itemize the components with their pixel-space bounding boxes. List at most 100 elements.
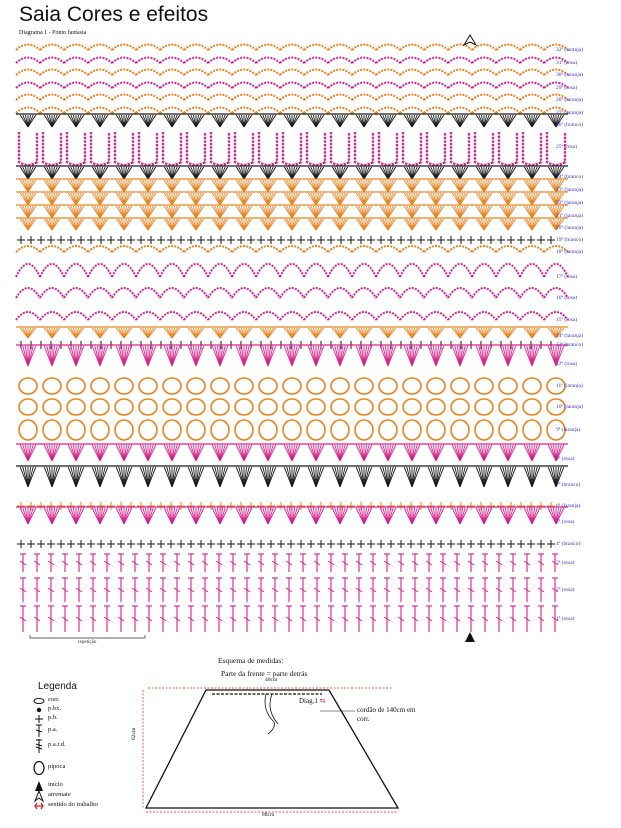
legend-item: arremate xyxy=(30,789,140,803)
direction-icon xyxy=(30,799,48,813)
diagram-reference: Diag.1 ⇆ xyxy=(299,697,325,705)
double-treble-icon xyxy=(30,739,48,753)
finish-arrow-icon xyxy=(30,789,48,803)
row-label-1: 1ª (rosa) xyxy=(556,616,575,622)
row-26 xyxy=(16,113,568,128)
row-label-25: 25ª (rosa) xyxy=(556,144,578,150)
legend: Legenda corr. p.bx. p.b. p.a. p.a.r.d. pipoca… xyxy=(30,681,140,816)
diagram-reference-text: Diag.1 xyxy=(299,697,318,705)
start-arrow-icon xyxy=(30,779,48,793)
row-31 xyxy=(15,56,569,64)
legend-item: início xyxy=(30,779,140,793)
legend-item-label: p.b. xyxy=(48,714,58,721)
row-label-2: 2ª (rosa) xyxy=(556,587,575,593)
row-2 xyxy=(19,577,559,602)
row-label-20: 20ª (laranja) xyxy=(556,225,584,231)
row-19 xyxy=(17,236,555,244)
legend-item: p.a. xyxy=(30,724,140,738)
repeat-bracket xyxy=(29,635,146,639)
row-label-6: 6ª (laranja) xyxy=(556,503,581,509)
schema-subtitle: Parte da frente = parte detrás xyxy=(221,669,308,678)
row-32 xyxy=(15,43,569,51)
legend-item-label: início xyxy=(48,781,63,788)
page-title: Saia Cores e efeitos xyxy=(19,3,209,26)
row-22 xyxy=(16,191,568,206)
legend-item: p.bx. xyxy=(30,703,140,717)
row-14 xyxy=(16,326,568,339)
legend-item-label: corr. xyxy=(48,696,60,703)
row-label-22: 22ª (laranja) xyxy=(556,200,584,206)
row-17 xyxy=(15,263,569,278)
single-crochet-icon xyxy=(30,712,48,726)
start-arrow-icon xyxy=(465,632,475,642)
top-width-label: 40cm xyxy=(265,677,278,683)
row-16 xyxy=(15,287,569,299)
row-label-14: 14ª (laranja) xyxy=(556,333,584,339)
legend-item-label: p.a. xyxy=(48,726,58,733)
row-30 xyxy=(15,68,569,76)
row-3 xyxy=(19,553,559,572)
row-label-17: 17ª (rosa) xyxy=(556,274,578,280)
row-label-32: 32ª (laranja) xyxy=(556,47,584,53)
cord-note: cordão de 140cm em corr. xyxy=(357,706,416,723)
row-label-30: 30ª (laranja) xyxy=(556,72,584,78)
row-4 xyxy=(17,540,555,548)
finish-arrow-icon xyxy=(462,34,478,47)
row-6 xyxy=(17,502,555,510)
row-29 xyxy=(15,81,569,89)
legend-item: pipoca xyxy=(30,760,140,776)
row-label-7: 7ª (branco) xyxy=(556,482,581,488)
legend-item-label: pipoca xyxy=(48,763,66,770)
row-label-10: 10ª (laranja) xyxy=(556,404,584,410)
legend-item-label: arremate xyxy=(48,791,71,798)
row-label-8: 8ª (rosa) xyxy=(556,456,575,462)
row-label-28: 28ª (laranja) xyxy=(556,97,584,103)
popcorn-icon xyxy=(30,760,48,776)
row-15 xyxy=(15,311,569,321)
row-label-11: 11ª (laranja) xyxy=(556,383,583,389)
row-label-4: 4ª (branco) xyxy=(556,541,581,547)
row-label-9: 9ª (laranja) xyxy=(556,427,581,433)
row-label-5: 5ª (rosa) xyxy=(556,519,575,525)
row-label-29: 29ª (rosa) xyxy=(556,85,578,91)
row-8 xyxy=(16,443,568,462)
legend-title: Legenda xyxy=(38,681,77,692)
schema-title: Esquema de medidas: xyxy=(218,656,284,665)
legend-item: p.b. xyxy=(30,712,140,726)
row-label-31: 31ª (rosa) xyxy=(556,60,578,66)
row-label-23: 23ª (laranja) xyxy=(556,187,584,193)
legend-item-label: sentido do trabalho xyxy=(48,801,98,808)
row-21 xyxy=(16,204,568,219)
legend-item: corr. xyxy=(30,694,140,708)
row-label-3: 3ª (rosa) xyxy=(556,560,575,566)
legend-item-label: p.a.r.d. xyxy=(48,741,66,748)
row-label-16: 16ª (rosa) xyxy=(556,295,578,301)
repeat-label: repetição xyxy=(78,640,97,645)
row-label-15: 15ª (rosa) xyxy=(556,317,578,323)
bottom-width-label: 88cm xyxy=(262,812,275,818)
row-23 xyxy=(16,178,568,193)
legend-item-label: p.bx. xyxy=(48,705,61,712)
row-label-24: 24ª (branco) xyxy=(556,174,584,180)
row-10 xyxy=(18,398,566,416)
row-20 xyxy=(16,217,568,231)
row-24 xyxy=(16,165,568,180)
row-label-19: 19ª (branco) xyxy=(556,237,584,243)
row-11 xyxy=(18,377,566,395)
ch-icon xyxy=(30,694,48,708)
direction-marker-icon: ⇆ xyxy=(319,697,326,705)
slip-stitch-icon xyxy=(30,703,48,717)
row-label-18: 18ª (laranja) xyxy=(556,249,584,255)
legend-item: sentido do trabalho xyxy=(30,799,140,813)
row-label-27: 27ª (laranja) xyxy=(556,110,584,116)
row-18 xyxy=(15,245,569,253)
row-27 xyxy=(15,106,569,114)
measurements-schema xyxy=(142,687,400,813)
diagram-subtitle: Diagrama 1 - Ponto fantasia xyxy=(19,30,87,36)
row-label-21: 21ª (laranja) xyxy=(556,213,584,219)
height-label: 62cm xyxy=(131,727,137,740)
row-9 xyxy=(18,419,566,441)
row-5 xyxy=(16,506,568,525)
legend-item: p.a.r.d. xyxy=(30,739,140,753)
